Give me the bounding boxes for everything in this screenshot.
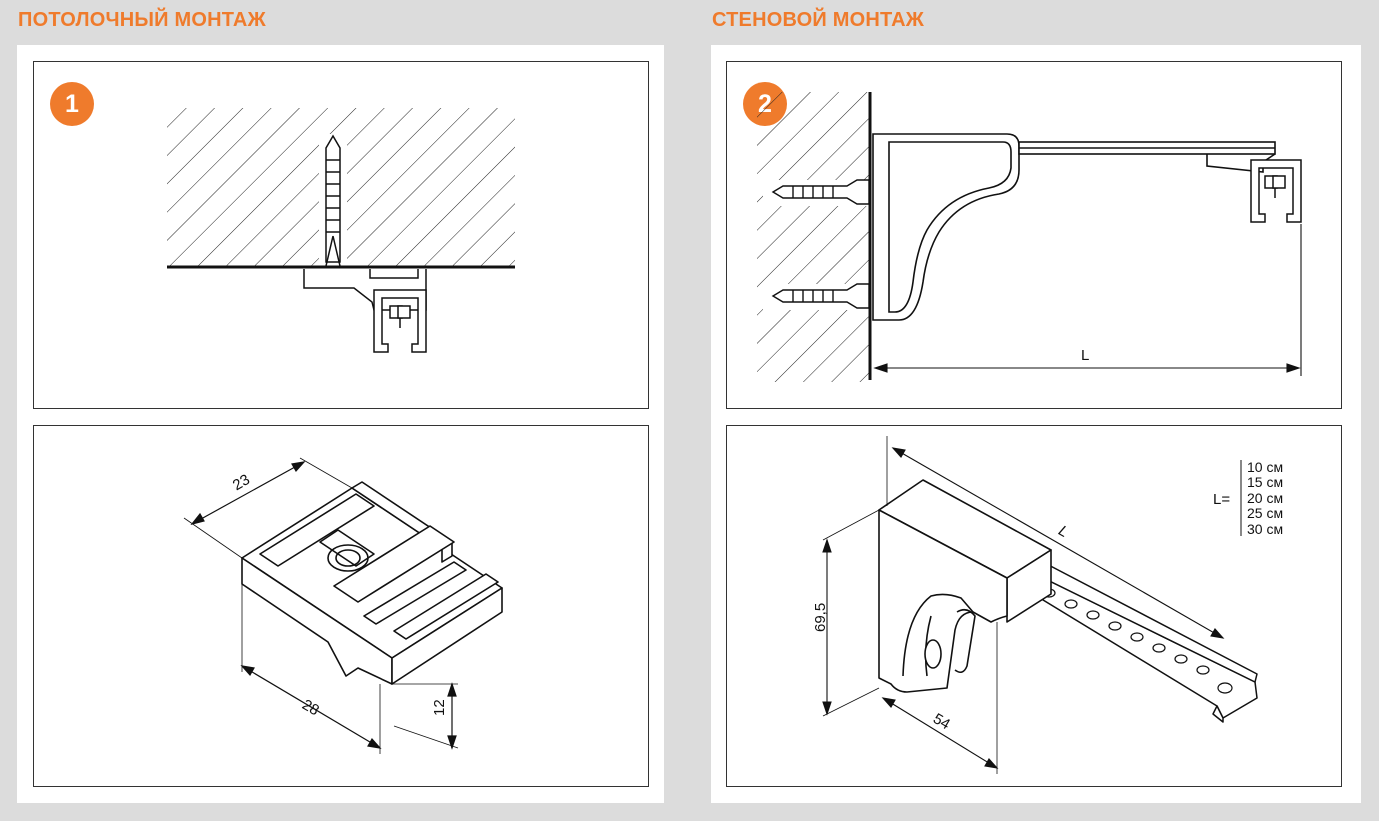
ceiling-clip-dimensions-panel: 23 28 12 <box>33 425 649 787</box>
wall-mount-heading: СТЕНОВОЙ МОНТАЖ <box>712 9 925 31</box>
wall-rail-icon <box>1250 159 1302 223</box>
bracket-depth-dimension: 54 <box>930 710 953 733</box>
bracket-length-dimension: L <box>1056 522 1072 541</box>
wall-dowel-upper-icon <box>771 179 870 205</box>
length-option-20: 20 см <box>1247 490 1283 506</box>
ceiling-mount-heading: ПОТОЛОЧНЫЙ МОНТАЖ <box>18 9 266 31</box>
length-option-25: 25 см <box>1247 505 1283 521</box>
ceiling-mount-column: 1 <box>17 45 664 803</box>
length-option-10: 10 см <box>1247 459 1283 475</box>
ceiling-clip-icon <box>303 269 427 311</box>
length-options-label: L= <box>1213 491 1230 508</box>
ceiling-mount-section-panel: 1 <box>33 61 649 409</box>
step-1-badge: 1 <box>50 82 94 126</box>
wall-dowel-lower-icon <box>771 283 870 309</box>
bracket-height-dimension: 69,5 <box>812 603 829 632</box>
wall-distance-dimension: L <box>1081 347 1089 364</box>
wall-bracket-drawing: L 69,5 54 L= 10 см 15 см 20 см 25 см 30 … <box>812 436 1283 774</box>
dowel-icon <box>325 134 341 267</box>
length-option-30: 30 см <box>1247 521 1283 537</box>
wall-mount-column: 2 <box>711 45 1361 803</box>
clip-length-dimension: 28 <box>299 696 322 719</box>
length-option-15: 15 см <box>1247 474 1283 490</box>
ceiling-mount-drawing <box>167 108 515 353</box>
ceiling-rail-icon <box>373 289 427 353</box>
ceiling-clip-drawing: 23 28 12 <box>183 457 503 754</box>
wall-bracket-icon <box>872 133 1276 321</box>
clip-width-dimension: 23 <box>230 471 253 494</box>
clip-height-dimension: 12 <box>431 699 448 716</box>
wall-mount-section-panel: 2 <box>726 61 1342 409</box>
wall-mount-drawing: L <box>757 92 1302 382</box>
wall-bracket-dimensions-panel: L 69,5 54 L= 10 см 15 см 20 см 25 см 30 … <box>726 425 1342 787</box>
